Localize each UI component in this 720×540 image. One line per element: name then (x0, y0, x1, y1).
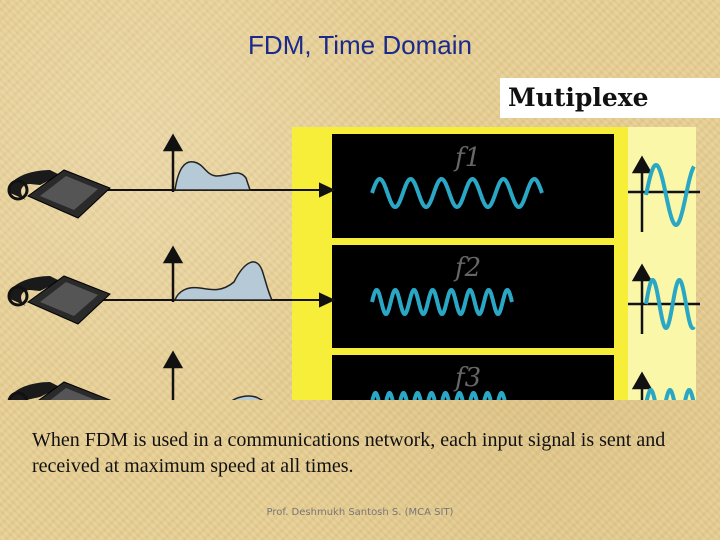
spectrum-arrow-2 (162, 245, 184, 264)
input-spectrum-1 (174, 161, 252, 191)
body-text: When FDM is used in a communications net… (32, 429, 666, 477)
input-spectrum-2 (173, 261, 274, 301)
channel-label-f2: f2 (453, 253, 481, 283)
telephone-icon-3 (7, 381, 111, 400)
telephone-icon-1 (7, 169, 111, 219)
telephone-icon-2 (7, 275, 111, 325)
channel-box-f1 (332, 134, 614, 238)
output-wave-f1 (644, 162, 696, 228)
carrier-wave-f3 (370, 391, 507, 400)
slide-title: FDM, Time Domain (248, 30, 472, 60)
carrier-wave-f2 (370, 287, 514, 317)
input-spectrum-3 (231, 395, 264, 400)
output-wave-f3 (644, 387, 696, 400)
fdm-diagram: Mutiplexe f1 f2 f3 (0, 78, 720, 400)
output-arrow-2 (631, 263, 653, 282)
output-arrow-3 (631, 371, 653, 390)
arrow-head-2 (319, 292, 336, 308)
channel-label-f3: f3 (453, 363, 481, 393)
footer-credit: Prof. Deshmukh Santosh S. (MCA SIT) (266, 507, 454, 518)
channel-label-f1: f1 (453, 143, 481, 173)
output-wave-f2 (644, 278, 696, 331)
carrier-wave-f1 (370, 176, 544, 210)
heading-band (500, 78, 720, 118)
arrow-head-1 (319, 182, 336, 198)
spectrum-arrow-3 (162, 350, 184, 369)
spectrum-arrow-1 (162, 133, 184, 152)
output-arrow-1 (631, 155, 653, 174)
multiplexer-heading: Mutiplexe (508, 83, 649, 112)
